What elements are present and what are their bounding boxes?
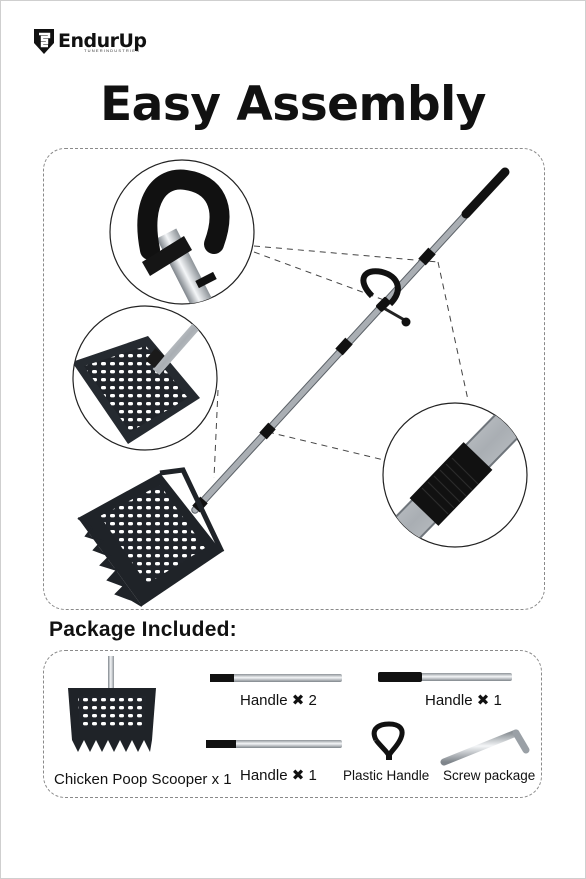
package-item-screw: Screw package: [443, 768, 536, 783]
scooper-image: [68, 656, 156, 752]
package-item-plastic-handle: Plastic Handle: [343, 768, 430, 783]
package-item-handle-2: Handle ✖ 2: [240, 692, 317, 709]
package-item-scooper: Chicken Poop Scooper x 1: [54, 771, 232, 788]
d-grip: [360, 268, 411, 327]
handle-rod-black-end-image: [378, 672, 512, 682]
brand-name: EndurUp: [58, 29, 147, 52]
page-title: Easy Assembly: [100, 77, 486, 132]
handle-rod-short-image: [206, 740, 342, 748]
brand-logo: EndurUp TUNERINDUSTRIES: [32, 26, 147, 56]
package-item-handle-1b: Handle ✖ 1: [240, 767, 317, 784]
package-item-handle-1a: Handle ✖ 1: [425, 692, 502, 709]
package-contents-frame: [43, 650, 542, 798]
shield-logo-icon: [34, 29, 54, 54]
main-scoop: [77, 467, 225, 607]
handle-rod-image: [210, 674, 342, 682]
brand-tagline: TUNERINDUSTRIES: [84, 48, 141, 53]
scoop-closeup: [72, 305, 218, 451]
joint-closeup: [382, 402, 528, 548]
d-grip-image: [371, 721, 405, 760]
package-heading: Package Included:: [49, 618, 237, 641]
l-screw-image: [440, 729, 530, 766]
d-grip-closeup: [109, 159, 255, 305]
assembly-diagram-frame: [43, 148, 545, 610]
callout-lines: [213, 245, 469, 479]
